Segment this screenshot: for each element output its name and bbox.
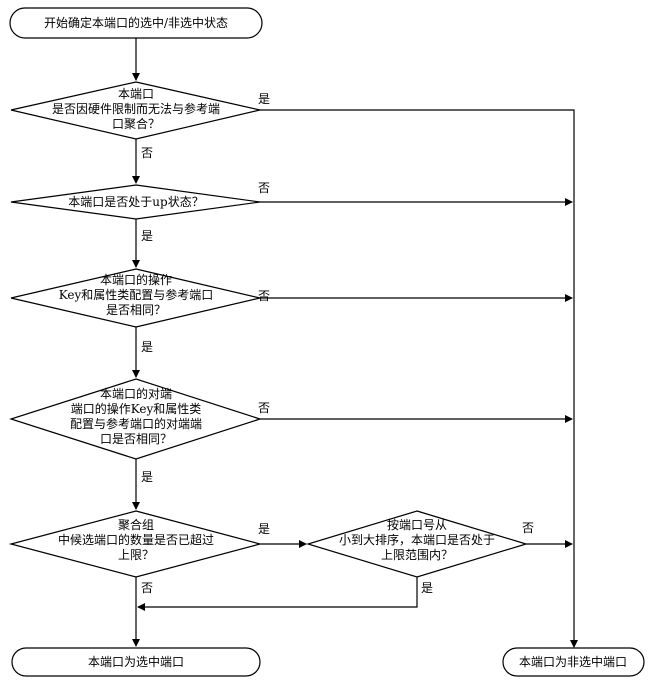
connector-d1-yes-unselected bbox=[260, 109, 578, 648]
connector-d6-yes-selected bbox=[137, 577, 418, 611]
decision-3-line-3: 是否相同？ bbox=[106, 303, 166, 317]
decision-6-line-2: 小到大排序，本端口是否处于 bbox=[339, 532, 495, 547]
decision-3-line-1: 本端口的操作 bbox=[100, 272, 172, 287]
label-d6-yes: 是 bbox=[421, 581, 433, 595]
label-d6-no: 否 bbox=[522, 521, 534, 535]
start-label: 开始确定本端口的选中/非选中状态 bbox=[44, 15, 228, 30]
label-d5-no: 否 bbox=[141, 581, 153, 595]
decision-3-line-2: Key和属性类配置与参考端口 bbox=[59, 287, 214, 302]
decision-5-line-2: 中候选端口的数量是否已超过 bbox=[58, 532, 214, 547]
end-selected-node bbox=[11, 647, 261, 677]
label-d5-yes: 是 bbox=[258, 522, 270, 536]
label-d4-yes: 是 bbox=[141, 470, 153, 484]
decision-4-line-1: 本端口的对端 bbox=[100, 386, 172, 401]
decision-1-line-3: 口聚合？ bbox=[112, 116, 160, 131]
label-d1-no: 否 bbox=[141, 146, 153, 160]
end-unselected-node bbox=[502, 647, 645, 677]
decision-6-line-3: 上限范围内？ bbox=[381, 548, 453, 562]
label-d2-no: 否 bbox=[258, 181, 270, 195]
decision-4-line-3: 配置与参考端口的对端端 bbox=[70, 416, 202, 431]
end-selected-label: 本端口为选中端口 bbox=[88, 654, 184, 669]
label-d2-yes: 是 bbox=[141, 229, 153, 243]
decision-5-line-3: 上限？ bbox=[118, 548, 154, 562]
decision-6-line-1: 按端口号从 bbox=[387, 518, 447, 532]
decision-1-line-2: 是否因硬件限制而无法与参考端 bbox=[52, 101, 220, 116]
label-d3-yes: 是 bbox=[141, 340, 153, 354]
decision-5-line-1: 聚合组 bbox=[118, 517, 154, 532]
decision-1-line-1: 本端口 bbox=[118, 87, 154, 101]
decision-2-line-1: 本端口是否处于up状态？ bbox=[68, 195, 203, 209]
decision-4-line-2: 端口的操作Key和属性类 bbox=[71, 401, 202, 416]
end-unselected-label: 本端口为非选中端口 bbox=[519, 654, 627, 669]
label-d4-no: 否 bbox=[258, 401, 270, 415]
label-d1-yes: 是 bbox=[258, 92, 270, 106]
label-d3-no: 否 bbox=[258, 289, 270, 303]
decision-4-line-4: 口是否相同？ bbox=[100, 432, 172, 446]
